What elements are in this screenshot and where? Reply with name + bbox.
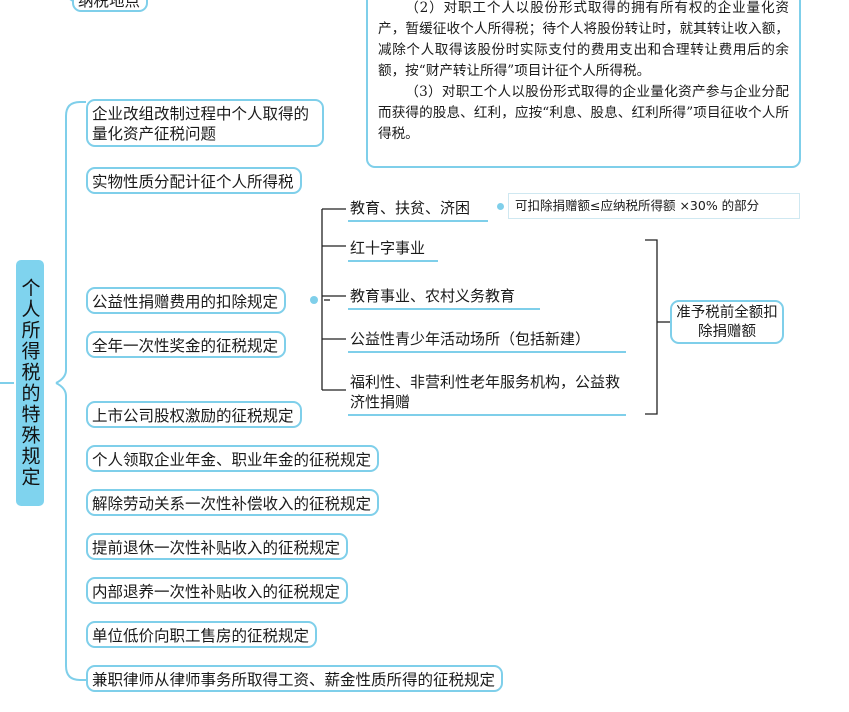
branch-label: 教育事业、农村义务教育 xyxy=(350,287,516,305)
branch-label: 福利性、非营利性老年服务机构，公益救济性捐赠 xyxy=(350,373,621,411)
branch-label: 公益性青少年活动场所（包括新建） xyxy=(350,330,591,348)
note-paragraph-3: （3）对职工个人以股份形式取得的企业量化资产参与企业分配而获得的股息、红利，应按… xyxy=(378,84,789,142)
item-label: 兼职律师从律师事务所取得工资、薪金性质所得的征税规定 xyxy=(92,671,496,689)
item-restructuring-assets: 企业改组改制过程中个人取得的量化资产征税问题 xyxy=(86,99,324,147)
note-paragraph-2: （2）对职工个人以股份形式取得的拥有所有权的企业量化资产，暂缓征收个人所得税；待… xyxy=(378,0,789,79)
item-label: 单位低价向职工售房的征税规定 xyxy=(92,627,310,645)
item-low-price-housing: 单位低价向职工售房的征税规定 xyxy=(86,621,318,648)
item-label: 个人领取企业年金、职业年金的征税规定 xyxy=(92,451,372,469)
limit-note-text: 可扣除捐赠额≤应纳税所得额 ×30% 的部分 xyxy=(515,198,760,213)
prev-item-tax-place: 纳税地点 xyxy=(72,0,149,12)
item-equity-incentive: 上市公司股权激励的征税规定 xyxy=(86,401,302,428)
item-termination-compensation: 解除劳动关系一次性补偿收入的征税规定 xyxy=(86,489,380,516)
prev-item-label: 纳税地点 xyxy=(78,0,141,10)
item-part-time-lawyer: 兼职律师从律师事务所取得工资、薪金性质所得的征税规定 xyxy=(86,665,504,692)
root-title: 个人所得税的特殊规定 xyxy=(16,260,44,506)
note-box: （2）对职工个人以股份形式取得的拥有所有权的企业量化资产，暂缓征收个人所得税；待… xyxy=(366,0,801,168)
item-label: 提前退休一次性补贴收入的征税规定 xyxy=(92,539,341,557)
branch-label: 教育、扶贫、济困 xyxy=(350,199,471,217)
branch-dot xyxy=(310,296,318,304)
item-label: 解除劳动关系一次性补偿收入的征税规定 xyxy=(92,495,372,513)
root-title-text: 个人所得税的特殊规定 xyxy=(18,278,41,488)
item-label: 上市公司股权激励的征税规定 xyxy=(92,407,294,425)
branch-elderly-services: 福利性、非营利性老年服务机构，公益救济性捐赠 xyxy=(348,372,626,416)
branch-dot xyxy=(497,203,504,210)
branch-label: 红十字事业 xyxy=(350,239,426,257)
item-label: 内部退养一次性补贴收入的征税规定 xyxy=(92,583,341,601)
item-label: 企业改组改制过程中个人取得的量化资产征税问题 xyxy=(92,105,310,143)
item-label: 全年一次性奖金的征税规定 xyxy=(92,337,279,355)
item-donation-deduction: 公益性捐赠费用的扣除规定 xyxy=(86,287,287,314)
item-internal-retirement: 内部退养一次性补贴收入的征税规定 xyxy=(86,577,349,604)
branch-education-rural: 教育事业、农村义务教育 xyxy=(348,286,540,310)
item-annual-bonus: 全年一次性奖金的征税规定 xyxy=(86,331,287,358)
limit-note: 可扣除捐赠额≤应纳税所得额 ×30% 的部分 xyxy=(508,193,800,219)
branch-red-cross: 红十字事业 xyxy=(348,238,438,262)
item-early-retirement: 提前退休一次性补贴收入的征税规定 xyxy=(86,533,349,560)
full-deduction-box: 准予税前全额扣除捐赠额 xyxy=(670,300,784,344)
item-in-kind-distribution: 实物性质分配计征个人所得税 xyxy=(86,167,302,194)
item-label: 公益性捐赠费用的扣除规定 xyxy=(92,293,279,311)
branch-education-poverty: 教育、扶贫、济困 xyxy=(348,198,488,222)
branch-youth-venues: 公益性青少年活动场所（包括新建） xyxy=(348,329,626,353)
item-annuity: 个人领取企业年金、职业年金的征税规定 xyxy=(86,445,380,472)
full-deduction-text: 准予税前全额扣除捐赠额 xyxy=(676,305,778,340)
item-label: 实物性质分配计征个人所得税 xyxy=(92,173,294,191)
